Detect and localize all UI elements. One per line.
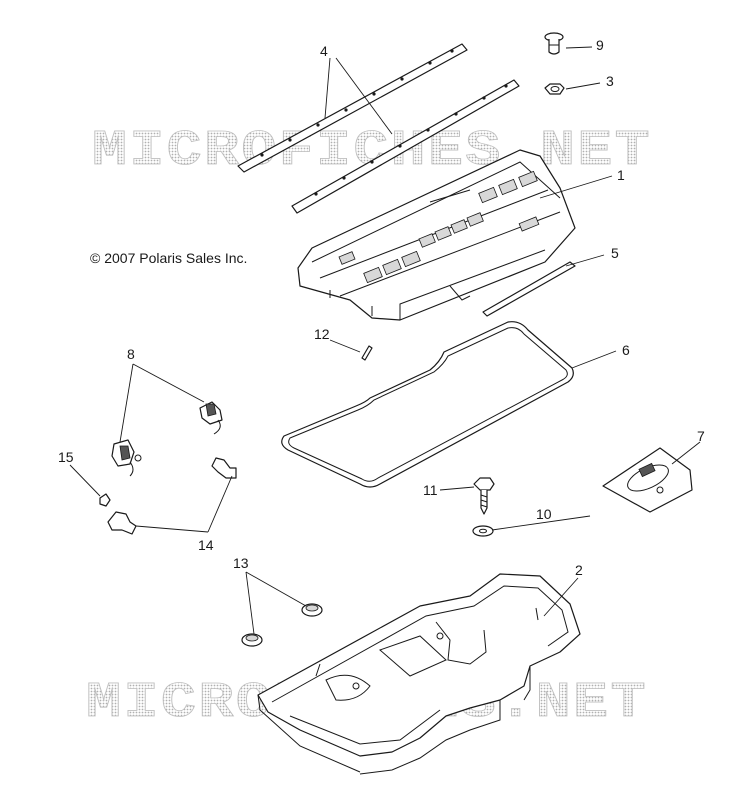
part-5-strip	[482, 261, 576, 317]
callout-15: 15	[58, 449, 74, 465]
part-10-washer	[472, 525, 494, 537]
callout-2: 2	[575, 562, 583, 578]
part-4-seal-strips	[237, 43, 520, 214]
callout-7: 7	[697, 428, 705, 444]
part-3-nut	[544, 83, 565, 95]
part-6-gasket	[281, 321, 574, 488]
part-7-latch-plate	[602, 447, 693, 513]
callout-9: 9	[596, 37, 604, 53]
part-14-brackets	[107, 457, 237, 535]
callout-14: 14	[198, 537, 214, 553]
callout-8: 8	[127, 346, 135, 362]
watermark-top: MICROFICHES.NET	[92, 123, 652, 180]
callout-10: 10	[536, 506, 552, 522]
copyright-notice: © 2007 Polaris Sales Inc.	[90, 250, 247, 266]
part-15-clip	[99, 493, 111, 507]
part-11-screw	[473, 477, 495, 515]
part-12-pin	[361, 345, 373, 361]
part-8-latches	[111, 401, 223, 477]
part-1-storage-cover	[297, 149, 576, 321]
callout-4: 4	[320, 43, 328, 59]
callout-5: 5	[611, 245, 619, 261]
callout-13: 13	[233, 555, 249, 571]
callout-3: 3	[606, 73, 614, 89]
part-13-plugs	[241, 603, 323, 647]
part-9-bolt	[544, 32, 564, 55]
callout-11: 11	[423, 482, 438, 498]
callout-6: 6	[622, 342, 630, 358]
callout-1: 1	[617, 167, 625, 183]
callout-12: 12	[314, 326, 330, 342]
leader-lines	[69, 46, 701, 635]
part-2-storage-tub	[257, 573, 581, 775]
